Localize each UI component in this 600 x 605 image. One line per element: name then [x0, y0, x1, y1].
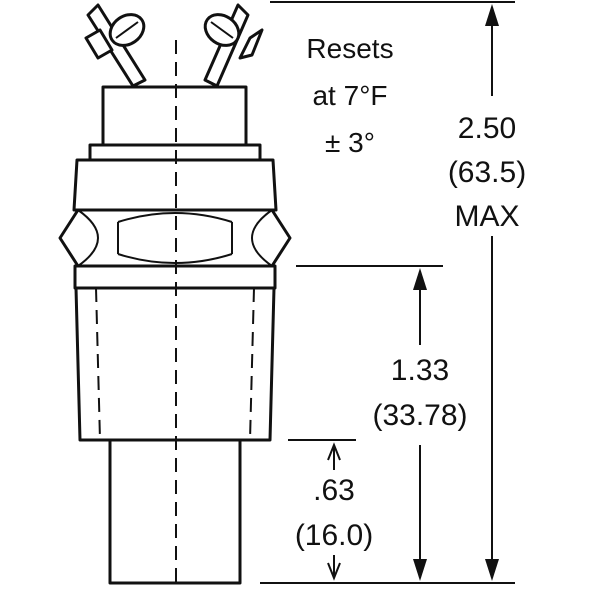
overall-metric: (63.5): [448, 156, 526, 189]
probe-arrow-top: [327, 442, 341, 461]
body-arrow-bottom: [413, 559, 427, 581]
reset-note: Resets at 7°F ± 3°: [306, 33, 393, 158]
probe-length-dimension: .63 (16.0): [288, 439, 373, 581]
overall-height-dimension: 2.50 (63.5) MAX: [260, 1, 526, 584]
overall-arrow-bottom: [485, 559, 499, 581]
body-length-dimension: 1.33 (33.78): [296, 265, 468, 581]
probe-value: .63: [313, 474, 355, 507]
probe-metric: (16.0): [295, 519, 373, 552]
body-value: 1.33: [391, 354, 449, 387]
left-terminal: [84, 3, 147, 88]
note-line-1: Resets: [306, 33, 393, 64]
body-metric: (33.78): [372, 399, 467, 432]
right-terminal: [203, 3, 264, 88]
threaded-body: [74, 286, 276, 442]
top-cap: [101, 85, 248, 147]
overall-suffix: MAX: [454, 200, 519, 233]
probe-arrow-bottom: [327, 562, 341, 581]
overall-arrow-top: [485, 4, 499, 26]
note-line-3: ± 3°: [325, 127, 375, 158]
switch-body: [58, 3, 292, 590]
overall-value: 2.50: [458, 112, 516, 145]
body-arrow-top: [413, 268, 427, 290]
note-line-2: at 7°F: [312, 80, 387, 111]
